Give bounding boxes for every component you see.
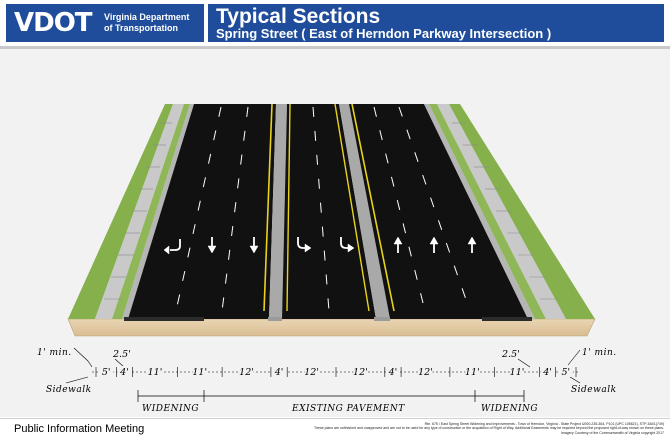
dimension-label-bg: [192, 366, 207, 377]
dimension-annotations: 1' min. 2.5' Sidewalk 1' min. 2.5' Sidew…: [37, 347, 617, 414]
header-divider: [0, 46, 670, 49]
right-curb: [424, 104, 535, 319]
down-arrow-icon: [207, 237, 217, 254]
left-curb-block: [124, 317, 204, 321]
dimension-label-bg: [465, 366, 480, 377]
dimension-label-bg: [540, 366, 555, 377]
dimension-label: 12': [418, 367, 433, 378]
agency-name: Virginia Department of Transportation: [104, 12, 189, 34]
up-arrow-icon: [429, 236, 439, 253]
sidewalk-joints: [104, 122, 558, 300]
dimension-ticks: [95, 367, 577, 377]
dimension-label-bg: [147, 366, 162, 377]
left-offset-label: 2.5': [112, 349, 131, 360]
dimension-labels: 5' 4' 11' 11' 12' 4' 12' 12' 4' 12' 11' 11' 4' 5': [99, 366, 573, 378]
right-turn-down-arrow-icon: [297, 237, 312, 253]
left-median: [269, 104, 287, 319]
yellow-line-center-right: [334, 103, 370, 312]
agency-line2: of Transportation: [104, 23, 178, 33]
footer-note-2: These plans are unfinished and unapprove…: [313, 426, 664, 431]
median-base: [268, 317, 282, 321]
page-title: Typical Sections: [216, 5, 381, 28]
down-arrow-icon: [249, 237, 259, 254]
right-buffer: [429, 104, 546, 319]
dimension-label: 12': [353, 367, 368, 378]
up-arrow-icon: [393, 236, 403, 253]
footer-note-1: Rte. 675 / East Spring Street Widening a…: [424, 422, 664, 426]
dimension-label: 4': [274, 367, 284, 378]
dimension-label: 11': [148, 367, 163, 378]
soil-base: [67, 318, 596, 337]
right-turn-down-arrow-icon: [340, 237, 355, 253]
dimension-label-bg: [418, 366, 433, 377]
lane-line: [221, 106, 249, 312]
yellow-line-left: [263, 103, 273, 312]
typical-section-diagram: 1' min. 2.5' Sidewalk 1' min. 2.5' Sidew…: [37, 103, 617, 414]
dimension-label: 4': [119, 367, 129, 378]
up-arrow-icon: [467, 236, 477, 253]
right-sidewalk: [437, 104, 566, 319]
right-grass-slope: [449, 104, 595, 319]
dimension-label: 5': [562, 367, 571, 378]
dimension-label-bg: [510, 366, 525, 377]
left-grass-slope: [68, 104, 173, 319]
median-base: [374, 317, 390, 321]
right-sidewalk-label: Sidewalk: [571, 385, 617, 395]
right-curb-block: [482, 317, 532, 321]
right-median: [339, 104, 390, 319]
dimension-label-bg: [558, 366, 573, 377]
yellow-line-center-left: [286, 103, 291, 312]
left-buffer: [112, 104, 190, 319]
page-subtitle: Spring Street ( East of Herndon Parkway …: [216, 26, 552, 41]
footer-notes: Rte. 675 / East Spring Street Widening a…: [264, 422, 664, 435]
lane-line: [175, 106, 222, 312]
dimension-label-bg: [99, 366, 114, 377]
logo-text: VDOT: [14, 8, 93, 38]
left-sidewalk-label: Sidewalk: [46, 385, 92, 395]
right-offset-label: 2.5': [501, 349, 520, 360]
lane-line: [373, 106, 426, 312]
left-arrow-icon: [163, 239, 181, 255]
dimension-label: 4': [542, 367, 552, 378]
left-widening-label: WIDENING: [142, 404, 199, 414]
center-roadway: [282, 104, 376, 319]
dimension-label: 12': [304, 367, 319, 378]
existing-pavement-label: EXISTING PAVEMENT: [291, 404, 405, 414]
dimension-label: 4': [388, 367, 398, 378]
yellow-line-right: [351, 103, 395, 312]
footer-note-3: Imagery Courtesy of the Commonwealth of …: [560, 430, 664, 435]
dimension-label-bg: [239, 366, 254, 377]
header: VDOT Virginia Department of Transportati…: [0, 0, 670, 49]
right-widening-label: WIDENING: [481, 404, 538, 414]
dimension-label: 11': [510, 367, 525, 378]
dimension-label-bg: [117, 366, 132, 377]
dimension-label: 12': [239, 367, 254, 378]
footer: Public Information Meeting Rte. 675 / Ea…: [0, 418, 670, 439]
agency-line1: Virginia Department: [104, 12, 190, 22]
dimension-label: 11': [192, 367, 207, 378]
dimension-label: 11': [465, 367, 480, 378]
footer-title: Public Information Meeting: [14, 423, 145, 435]
left-min-label: 1' min.: [37, 348, 72, 358]
left-sidewalk: [95, 104, 184, 319]
vdot-logo: VDOT Virginia Department of Transportati…: [6, 4, 204, 42]
title-banner: Typical Sections Spring Street ( East of…: [208, 4, 664, 42]
dimension-label-bg: [353, 366, 368, 377]
dimension-label-bg: [272, 366, 287, 377]
left-curb: [122, 104, 194, 319]
dimension-label-bg: [385, 366, 400, 377]
dimension-label-bg: [304, 366, 319, 377]
dimension-label: 5': [102, 367, 111, 378]
right-roadway: [349, 104, 528, 319]
right-min-label: 1' min.: [582, 348, 617, 358]
lane-line: [312, 106, 330, 312]
left-roadway: [128, 104, 276, 319]
